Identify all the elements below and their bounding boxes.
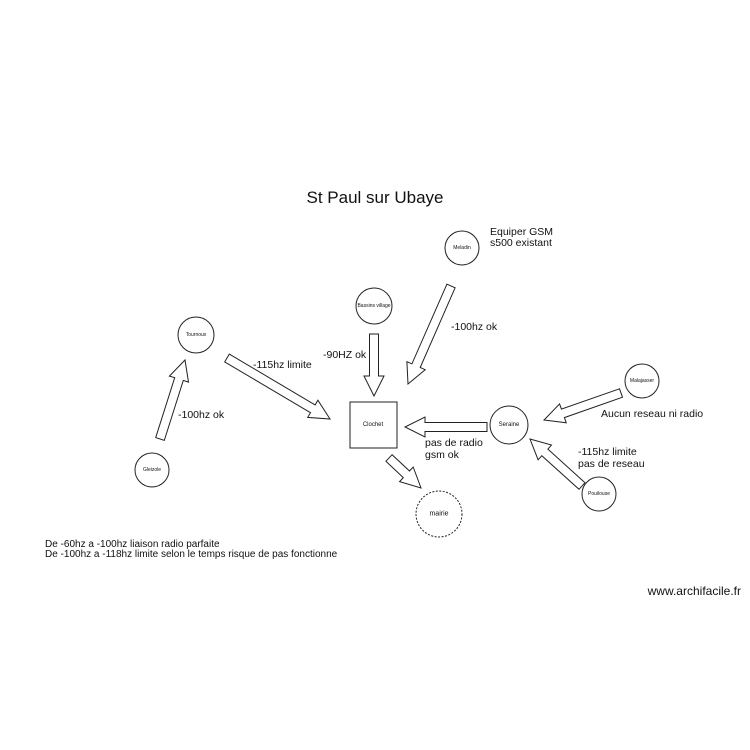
label-malajasser-note: Aucun reseau ni radio: [601, 408, 704, 420]
node-bassins-village: [355, 287, 393, 325]
arrow-clochet-to-mairie: [385, 453, 422, 489]
arrow-malajasser-to-seraine: [542, 388, 624, 424]
node-label-malajasser: Malajasser: [629, 378, 655, 384]
node-label-bassins-village: Bassins village: [357, 303, 391, 309]
diagram-title: St Paul sur Ubaye: [306, 188, 444, 207]
node-label-clochet: Clochet: [362, 422, 384, 428]
node-malajasser: [624, 363, 660, 399]
arrow-seraine-to-clochet: [403, 416, 488, 438]
node-clochet: [349, 401, 398, 449]
node-label-tournoux: Tournoux: [185, 332, 207, 338]
arrow-bassins-to-clochet: [363, 333, 385, 398]
label-seraine-line2: gsm ok: [425, 449, 459, 461]
node-seraine: [489, 405, 529, 445]
arrow-gleizole-to-tournoux: [155, 358, 190, 442]
arrow-pouilouse-to-seraine: [529, 438, 586, 491]
watermark: www.archifacile.fr: [647, 584, 741, 598]
label-equiper-line1: Equiper GSM: [490, 226, 554, 238]
label-equiper-line2: s500 existant: [490, 237, 552, 249]
legend-line1: De -60hz a -100hz liaison radio parfaite: [45, 539, 220, 550]
legend-line2: De -100hz a -118hz limite selon le temps…: [45, 549, 338, 560]
node-pouilouse: [581, 476, 617, 512]
node-label-pouilouse: Pouilouse: [588, 491, 610, 497]
label-meladin-arrow: -100hz ok: [451, 321, 498, 333]
label-seraine-line1: pas de radio: [425, 437, 483, 449]
node-label-mairie: mairie: [429, 510, 449, 518]
label-pouilouse-line2: pas de reseau: [578, 458, 645, 470]
node-gleizole: [134, 452, 170, 488]
label-gleizole-arrow: -100hz ok: [178, 409, 225, 421]
node-meladin: [444, 230, 480, 266]
node-tournoux: [177, 316, 215, 354]
arrow-meladin-to-clochet: [406, 283, 456, 386]
arrow-tournoux-to-clochet: [224, 353, 331, 420]
node-label-seraine: Seraine: [498, 422, 520, 428]
label-bassins-arrow: -90HZ ok: [323, 349, 367, 361]
node-label-gleizole: Gleizole: [142, 467, 162, 473]
label-tournoux-arrow: -115hz limite: [253, 359, 312, 371]
node-mairie: [415, 490, 463, 538]
label-pouilouse-line1: -115hz limite: [578, 446, 637, 458]
node-label-meladin: Meladin: [453, 245, 471, 251]
